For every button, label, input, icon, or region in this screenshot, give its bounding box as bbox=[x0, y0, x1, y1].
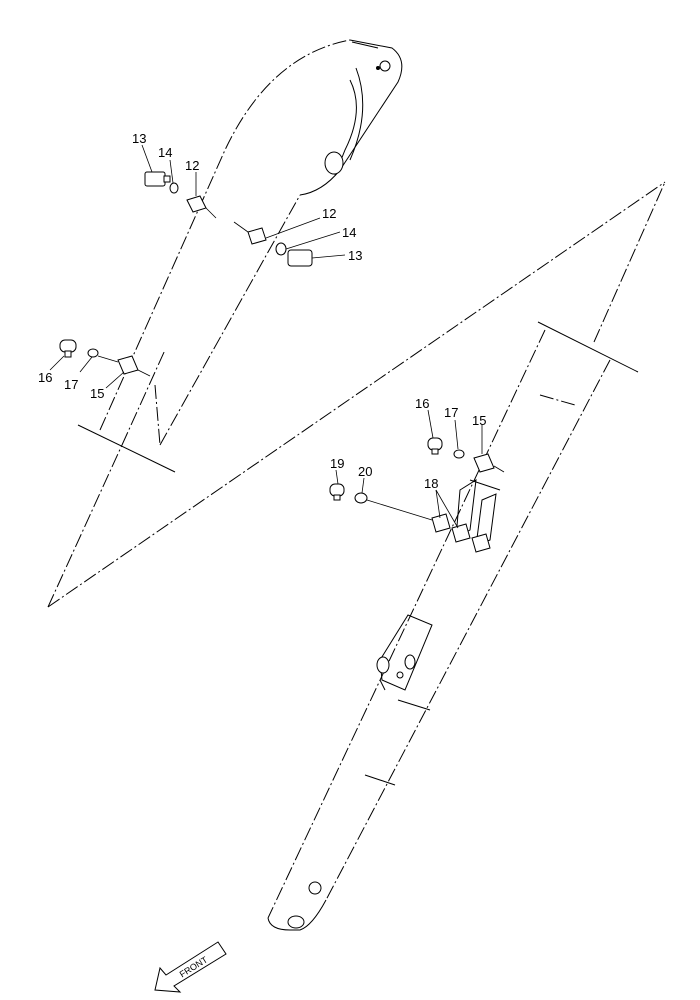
upper-bolt-group-left bbox=[141, 144, 217, 219]
front-arrow: FRONT bbox=[154, 941, 227, 993]
mid-bolt-group-right bbox=[427, 409, 505, 473]
lower-bracket bbox=[379, 614, 433, 691]
boom-foot-pin bbox=[287, 915, 305, 929]
callouts: 13 14 12 12 14 13 16 17 15 16 17 15 19 2… bbox=[38, 131, 486, 491]
upper-bracket-plate-a bbox=[455, 479, 477, 539]
callout-16-mid-right: 16 bbox=[415, 396, 429, 411]
lower-bolt-group bbox=[329, 469, 491, 553]
bolt-13-right bbox=[287, 249, 313, 267]
callout-16-mid-left: 16 bbox=[38, 370, 52, 385]
mid-bolt-group-left bbox=[49, 339, 151, 389]
upper-bracket-plate-b bbox=[475, 493, 497, 547]
bolt-19 bbox=[329, 483, 345, 497]
callout-12-upper-right: 12 bbox=[322, 206, 336, 221]
clamp-18-c bbox=[471, 533, 491, 553]
washer-17-left bbox=[87, 348, 99, 358]
clamp-12-right bbox=[247, 227, 267, 245]
boom-head-dot bbox=[376, 66, 380, 70]
upper-bolt-group-right bbox=[233, 217, 346, 267]
upper-boom-section bbox=[47, 39, 666, 608]
clamp-15-right bbox=[473, 453, 495, 473]
callout-20: 20 bbox=[358, 464, 372, 479]
clamp-15-left bbox=[117, 355, 139, 375]
boom-pin-boss bbox=[324, 151, 344, 175]
callout-17-mid-right: 17 bbox=[444, 405, 458, 420]
callout-12-upper-left: 12 bbox=[185, 158, 199, 173]
callout-17-mid-left: 17 bbox=[64, 377, 78, 392]
callout-14-upper-left: 14 bbox=[158, 145, 172, 160]
callout-15-mid-left: 15 bbox=[90, 386, 104, 401]
boom-foot-boss bbox=[308, 881, 322, 895]
washer-14-right bbox=[275, 242, 287, 256]
callout-14-upper-right: 14 bbox=[342, 225, 356, 240]
bolt-16-right bbox=[427, 437, 443, 451]
washer-17-right bbox=[453, 449, 465, 459]
washer-14-left bbox=[169, 182, 179, 194]
callout-18: 18 bbox=[424, 476, 438, 491]
callout-13-upper-left: 13 bbox=[132, 131, 146, 146]
bolt-13-left bbox=[144, 171, 166, 187]
boom-head-hole bbox=[379, 60, 391, 72]
callout-13-upper-right: 13 bbox=[348, 248, 362, 263]
washer-20 bbox=[354, 492, 368, 504]
clamp-18-a bbox=[431, 513, 451, 533]
bolt-16-left bbox=[59, 339, 77, 353]
callout-15-mid-right: 15 bbox=[472, 413, 486, 428]
lower-boom-section bbox=[267, 181, 666, 931]
callout-19: 19 bbox=[330, 456, 344, 471]
clamp-18-b bbox=[451, 523, 471, 543]
